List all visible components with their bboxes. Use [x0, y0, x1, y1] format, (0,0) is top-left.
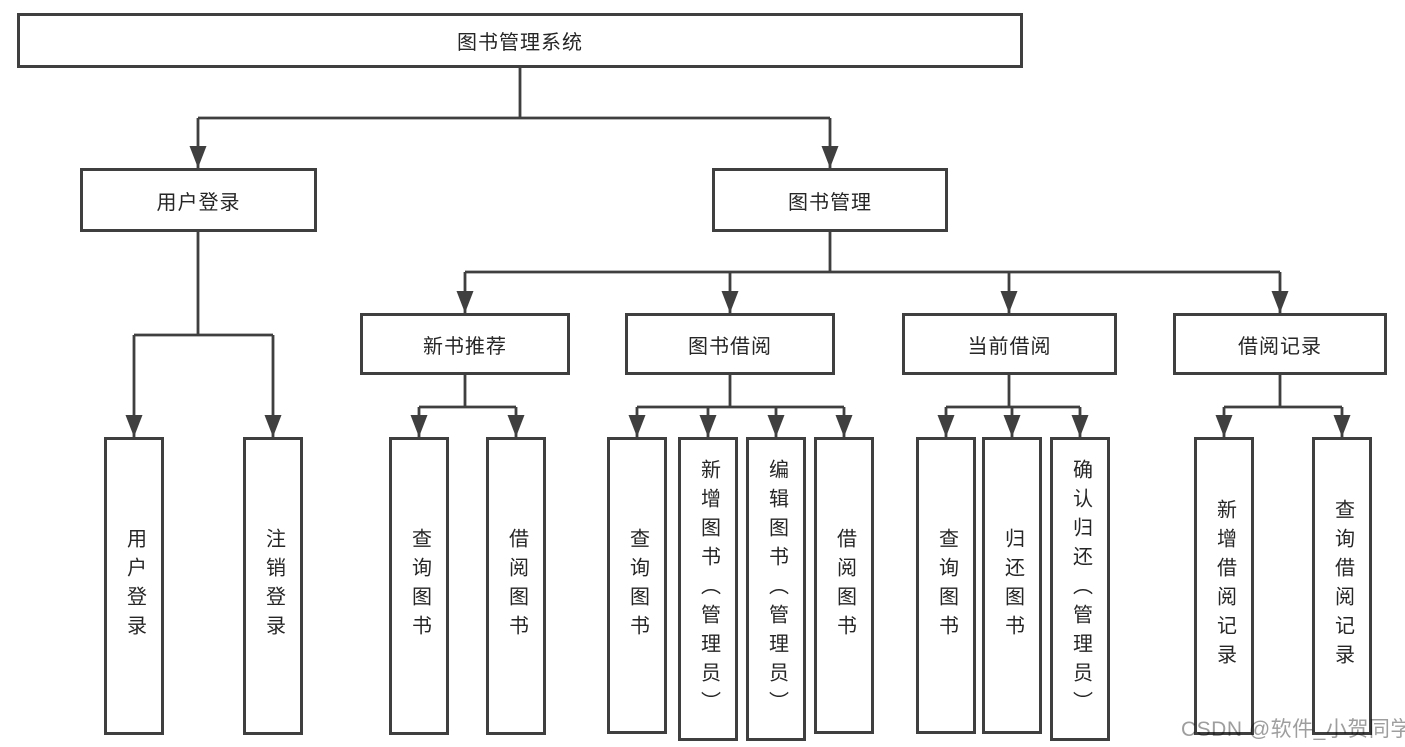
node-new-book-recommendation: 新书推荐 [360, 313, 570, 375]
node-user-login-label: 用户登录 [156, 191, 241, 214]
leaf-borrow-books-1-label: 借阅图书 [505, 528, 528, 644]
leaf-query-books-2-label: 查询图书 [626, 527, 649, 644]
node-root-label: 图书管理系统 [457, 32, 583, 54]
node-book-management-label: 图书管理 [788, 191, 872, 214]
leaf-edit-books-admin-label: 编辑图书（管理员） [765, 458, 788, 720]
leaf-borrow-books-2-label: 借阅图书 [833, 527, 856, 644]
node-borrowing-records: 借阅记录 [1173, 313, 1387, 375]
leaf-query-books-1-label: 查询图书 [408, 528, 431, 644]
connector-trunk-lines [134, 68, 1342, 409]
leaf-add-borrow-record-label: 新增借阅记录 [1213, 499, 1236, 673]
leaf-return-books-label: 归还图书 [1001, 527, 1024, 644]
leaf-confirm-return-admin-label: 确认归还（管理员） [1069, 458, 1092, 720]
csdn-watermark: CSDN @软件_小贺同学 [1181, 718, 1405, 741]
leaf-query-books-1: 查询图书 [389, 437, 449, 735]
leaf-add-books-admin: 新增图书（管理员） [678, 437, 738, 741]
leaf-borrow-books-1: 借阅图书 [486, 437, 546, 735]
node-new-book-recommendation-label: 新书推荐 [423, 335, 507, 358]
leaf-add-books-admin-label: 新增图书（管理员） [697, 458, 720, 720]
leaf-user-login-label: 用户登录 [123, 528, 146, 644]
leaf-confirm-return-admin: 确认归还（管理员） [1050, 437, 1110, 741]
node-book-management: 图书管理 [712, 168, 948, 232]
leaf-return-books: 归还图书 [982, 437, 1042, 734]
leaf-query-books-3-label: 查询图书 [935, 527, 958, 644]
node-user-login: 用户登录 [80, 168, 317, 232]
node-borrowing-records-label: 借阅记录 [1238, 335, 1322, 358]
leaf-borrow-books-2: 借阅图书 [814, 437, 874, 734]
node-current-borrowing: 当前借阅 [902, 313, 1117, 375]
leaf-logout: 注销登录 [243, 437, 303, 735]
node-book-borrowing: 图书借阅 [625, 313, 835, 375]
leaf-add-borrow-record: 新增借阅记录 [1194, 437, 1254, 735]
leaf-query-borrow-record: 查询借阅记录 [1312, 437, 1372, 735]
leaf-query-books-3: 查询图书 [916, 437, 976, 734]
leaf-query-borrow-record-label: 查询借阅记录 [1331, 499, 1354, 673]
leaf-user-login: 用户登录 [104, 437, 164, 735]
leaf-edit-books-admin: 编辑图书（管理员） [746, 437, 806, 741]
leaf-logout-label: 注销登录 [262, 528, 285, 644]
leaf-query-books-2: 查询图书 [607, 437, 667, 734]
node-book-borrowing-label: 图书借阅 [688, 335, 772, 358]
node-current-borrowing-label: 当前借阅 [967, 335, 1052, 358]
node-root: 图书管理系统 [17, 13, 1023, 68]
